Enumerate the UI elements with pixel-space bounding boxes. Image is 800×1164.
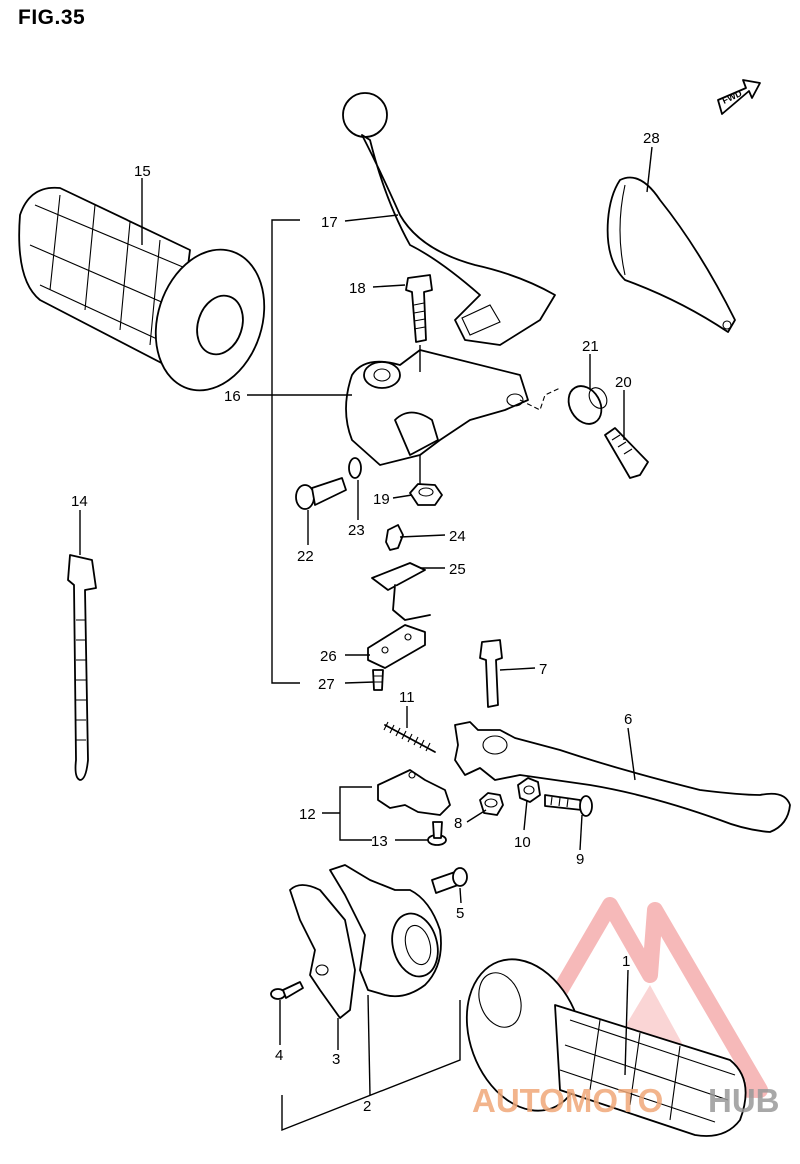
part-26-holder [367,624,426,669]
label-part-22: 22 [297,548,314,565]
part-19-nut [409,483,443,506]
label-part-27: 27 [318,676,335,693]
part-4-screw [270,981,304,1000]
part-9-screw [544,794,593,817]
label-part-14: 14 [71,493,88,510]
part-28-cover [606,176,736,333]
label-part-13: 13 [371,833,388,850]
label-part-25: 25 [449,561,466,578]
part-22-bolt [295,477,347,510]
part-13-screw [427,821,447,846]
label-part-15: 15 [134,163,151,180]
part-17-clutch-lever [342,92,556,346]
part-15-left-grip [18,186,266,392]
part-25-switch [371,562,431,621]
figure-title: FIG.35 [18,6,86,29]
label-part-17: 17 [321,214,338,231]
label-part-7: 7 [539,661,547,678]
part-1-right-grip [465,958,747,1137]
label-part-16: 16 [224,388,241,405]
label-part-1: 1 [622,953,630,970]
label-part-28: 28 [643,130,660,147]
label-part-26: 26 [320,648,337,665]
part-23-washer [348,457,362,479]
label-part-19: 19 [373,491,390,508]
part-10-nut [517,777,541,803]
label-part-2: 2 [363,1098,371,1115]
label-part-5: 5 [456,905,464,922]
part-5-bolt [431,867,468,894]
watermark-text-secondary: HUB [708,1082,780,1119]
part-16-lever-bracket [345,349,529,466]
label-part-3: 3 [332,1051,340,1068]
part-12-switch [377,769,451,816]
part-8-nut [479,792,504,816]
label-part-18: 18 [349,280,366,297]
part-24-clip [385,524,404,551]
connector-16-21 [519,387,561,411]
part-3-housing [289,884,356,1019]
part-27-screw [372,669,384,691]
part-18-bolt [405,274,433,343]
label-part-10: 10 [514,834,531,851]
part-14-cable-tie [67,554,97,781]
label-part-11: 11 [399,689,415,706]
label-part-4: 4 [275,1047,283,1064]
part-20-adjuster [604,427,649,479]
label-part-6: 6 [624,711,632,728]
label-part-20: 20 [615,374,632,391]
label-part-23: 23 [348,522,365,539]
label-part-24: 24 [449,528,466,545]
leader-lines [79,146,653,1132]
part-6-brake-lever [454,721,791,833]
part-11-spring [383,721,436,753]
label-part-12: 12 [299,806,316,823]
part-2-housing [329,864,442,998]
part-21-adjuster-nut [567,385,608,425]
label-part-8: 8 [454,815,462,832]
part-7-pivot-bolt [479,639,503,708]
fwd-arrow-icon [717,79,761,115]
label-part-21: 21 [582,338,599,355]
label-part-9: 9 [576,851,584,868]
watermark-text-primary: AUTOMOTO [472,1082,663,1119]
